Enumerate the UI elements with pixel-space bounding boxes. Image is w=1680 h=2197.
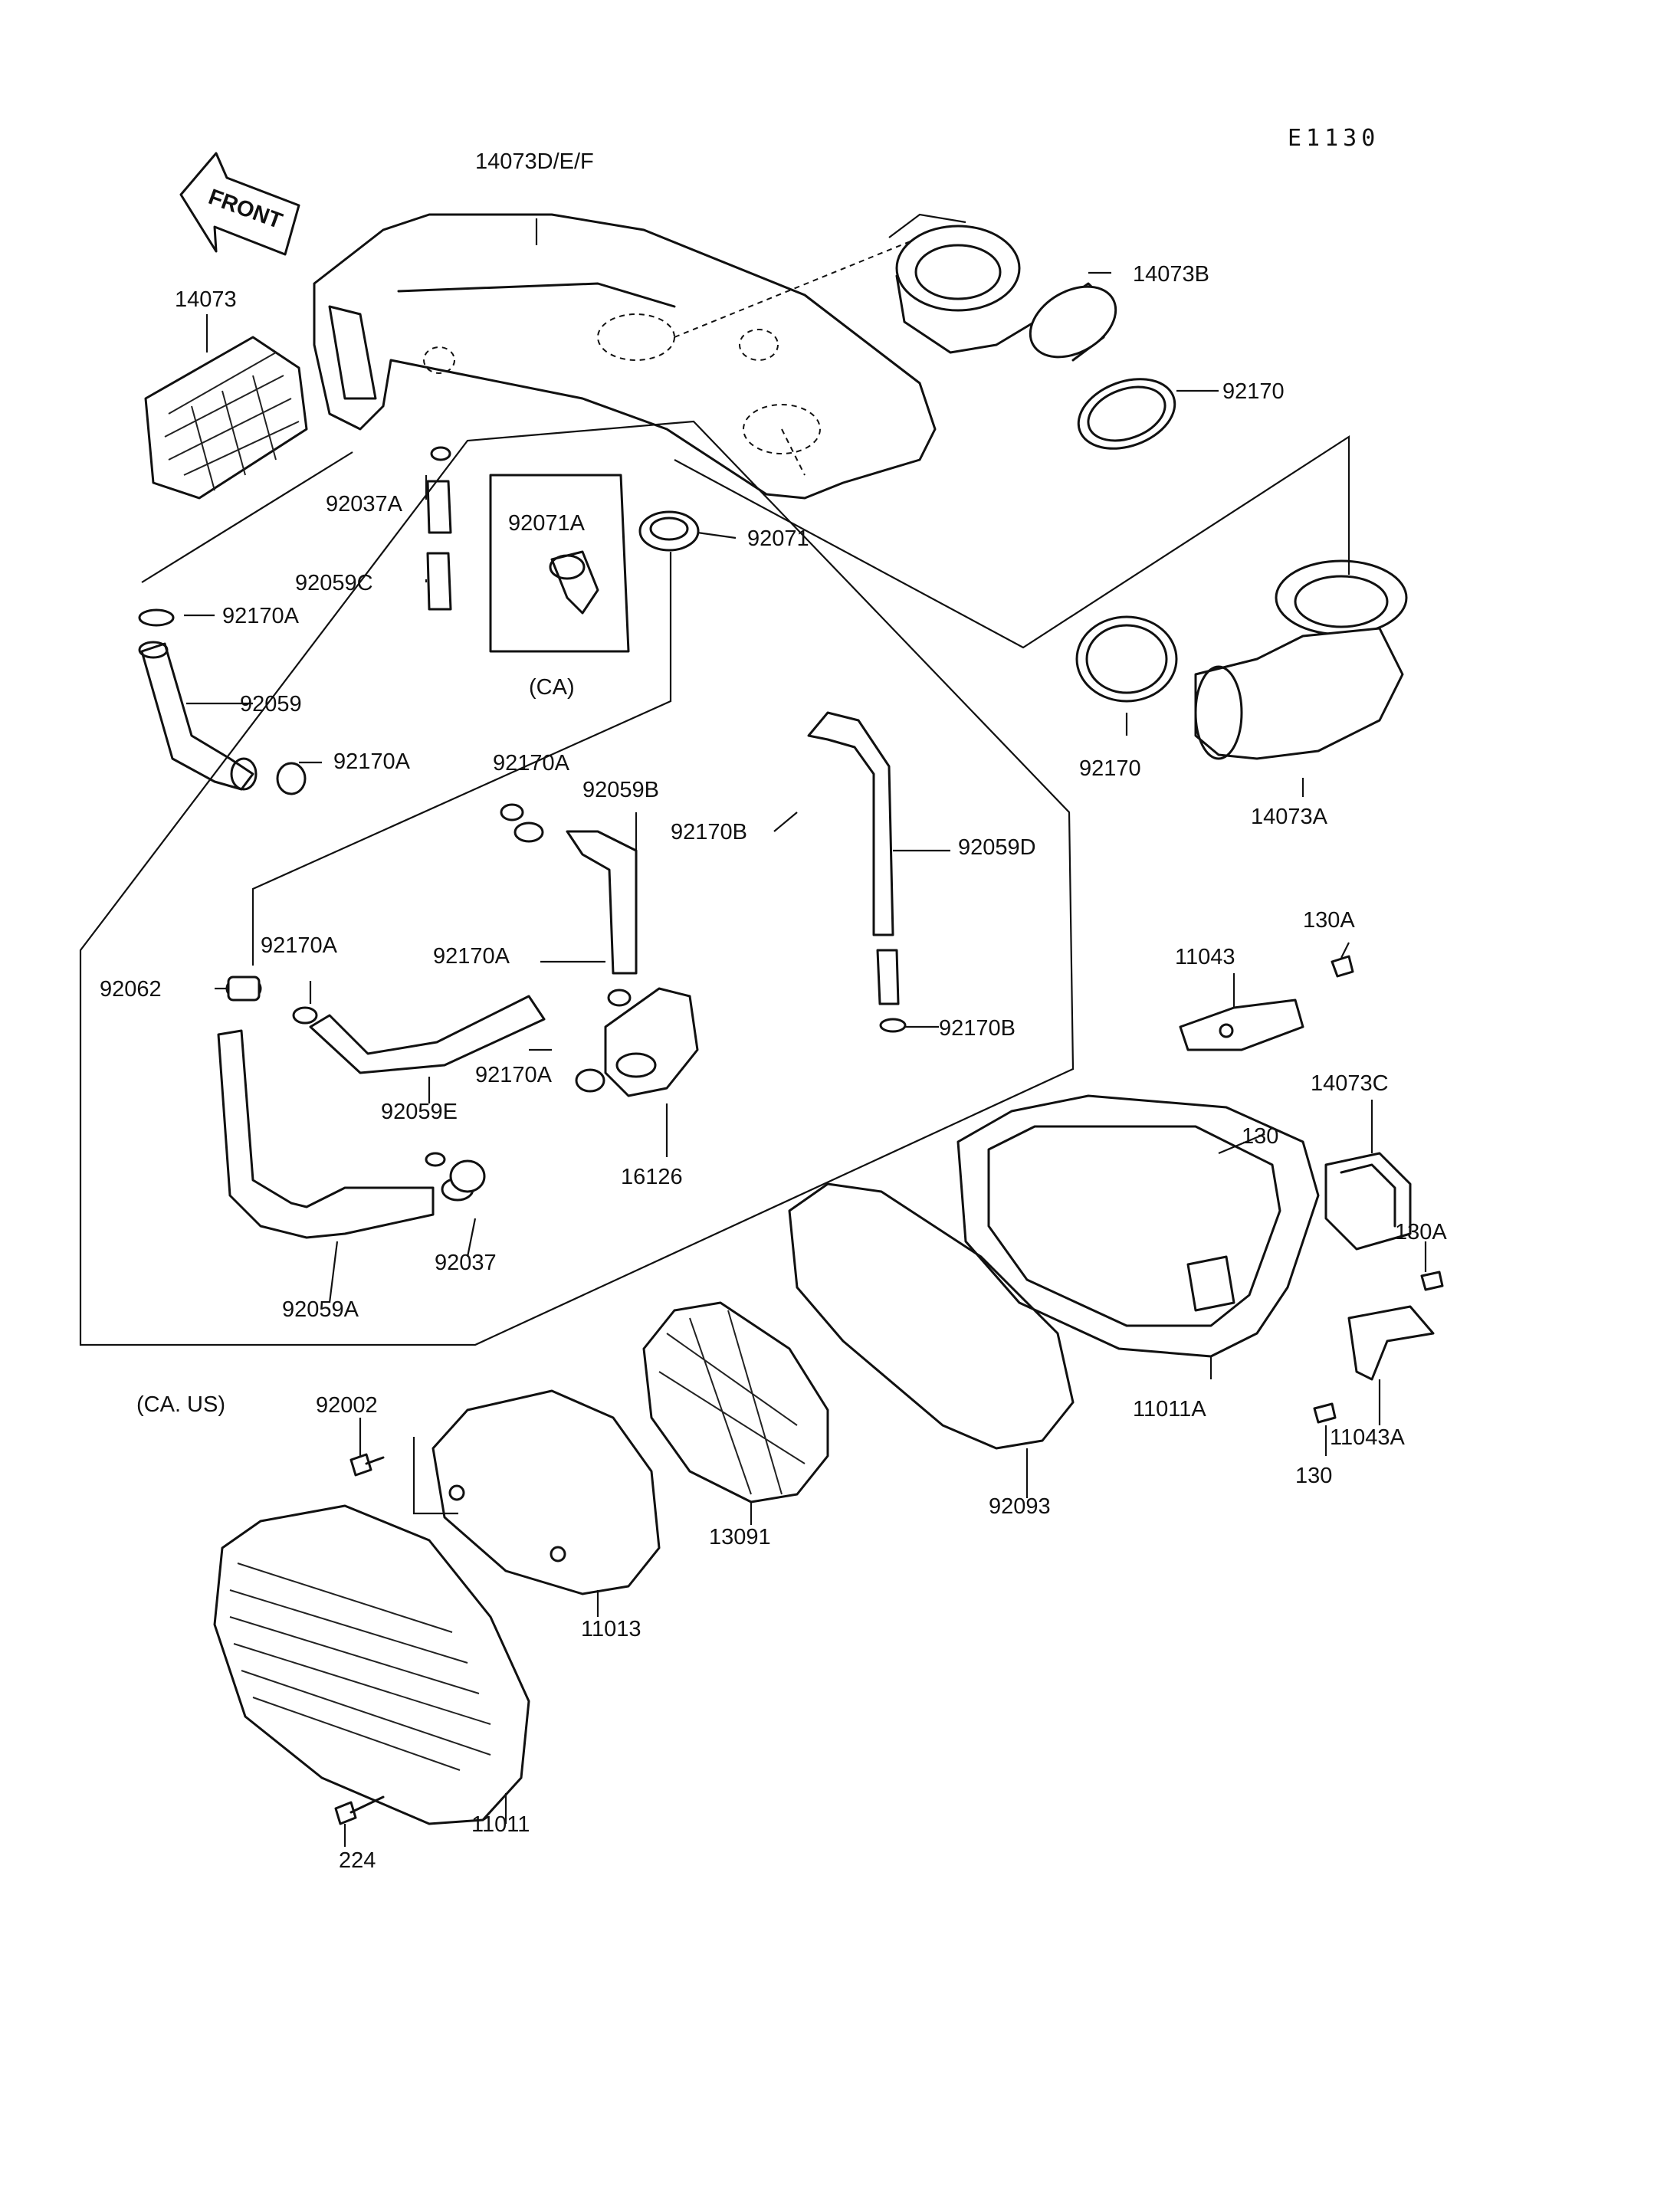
part-label-224: 224 [339,1848,376,1873]
part-label-92170a-4: 92170A [261,933,338,958]
elbow-duct-top-shape [895,225,1117,362]
intake-boot-shape [144,336,308,500]
part-label-130-2: 130 [1295,1464,1332,1488]
valve-16126-shape [575,987,699,1097]
part-label-14073a: 14073A [1251,805,1328,829]
part-label-11011a: 11011A [1133,1397,1206,1421]
part-label-92170a-6: 92170A [475,1063,553,1087]
part-label-14073b: 14073B [1133,262,1209,287]
part-label-11011: 11011 [471,1812,530,1837]
intake-duct-shape [313,213,937,500]
part-label-92037a: 92037A [326,492,403,516]
group-label-ca-us: (CA. US) [136,1392,225,1417]
part-label-92062: 92062 [100,977,162,1002]
part-label-92059b: 92059B [582,778,659,802]
cap-92062-shape [227,976,261,1002]
group-outline-lines [79,213,1350,1346]
part-label-11043a: 11043A [1330,1425,1405,1450]
screw-224-shape [334,1795,385,1825]
clamp-92037-shape [425,1152,446,1167]
hose-92059b-shape [500,803,638,975]
part-label-14073c: 14073C [1311,1071,1389,1096]
grommet-92071-shape [638,510,700,552]
boot-14073c-shape [1324,1152,1412,1251]
cover-11011-shape [213,1504,530,1825]
hose-92059d-shape [807,711,907,1033]
part-label-16126: 16126 [621,1165,683,1189]
part-label-92170b-2: 92170B [939,1016,1016,1041]
elbow-duct-bottom-shape [1194,559,1408,760]
group-label-ca: (CA) [529,675,575,700]
part-label-13091: 13091 [709,1525,771,1549]
part-label-92093: 92093 [989,1494,1051,1519]
part-label-11013: 11013 [581,1617,641,1641]
clip-92037-shape [449,1159,486,1193]
part-label-130a-1: 130A [1303,908,1355,933]
air-cleaner-housing-shape [956,1094,1320,1358]
hose-92059e-shape [292,989,632,1074]
part-label-11043: 11043 [1175,945,1235,969]
bracket-11043-shape [1179,998,1304,1051]
front-arrow-icon: FRONT [179,152,300,256]
hose-92059c-shape [426,446,452,611]
part-label-92170a-3: 92170A [493,751,570,776]
part-label-130a-2: 130A [1395,1220,1447,1244]
leader-lines [184,218,1427,1847]
ca-fitting-box [489,474,630,653]
clamp-92170-top-shape [1077,378,1176,450]
part-label-92170a-5: 92170A [433,944,510,969]
part-label-92059d: 92059D [958,835,1036,860]
part-label-92170-top: 92170 [1222,379,1285,404]
part-label-92059a: 92059A [282,1297,359,1322]
hose-92059-shape [138,608,307,795]
part-label-14073def: 14073D/E/F [475,149,594,174]
part-label-92059c: 92059C [295,571,373,595]
part-label-92037: 92037 [435,1251,497,1275]
gasket-92093-shape [788,1182,1075,1450]
bracket-11043a-shape [1347,1305,1435,1381]
part-label-14073: 14073 [175,287,237,312]
part-label-92071a: 92071A [508,511,586,536]
part-label-92002: 92002 [316,1393,378,1418]
part-label-92170a-2: 92170A [333,749,411,774]
filter-element-13091-shape [642,1301,829,1503]
part-labels: 14073D/E/F 14073 14073B 92170 92037A 920… [100,149,1447,1873]
screw-92002-shape [349,1453,385,1477]
part-label-92059e: 92059E [381,1100,458,1124]
part-label-130-1: 130 [1242,1124,1278,1149]
part-label-92170a-1: 92170A [222,604,300,628]
foam-11013-shape [431,1389,661,1595]
diagram-code: E1130 [1288,125,1380,152]
part-label-92170b-1: 92170B [671,820,747,844]
part-label-92071: 92071 [747,526,809,551]
part-label-92059: 92059 [240,692,302,716]
part-label-92170-mid: 92170 [1079,756,1141,781]
clamp-92170-mid-shape [1075,615,1178,703]
